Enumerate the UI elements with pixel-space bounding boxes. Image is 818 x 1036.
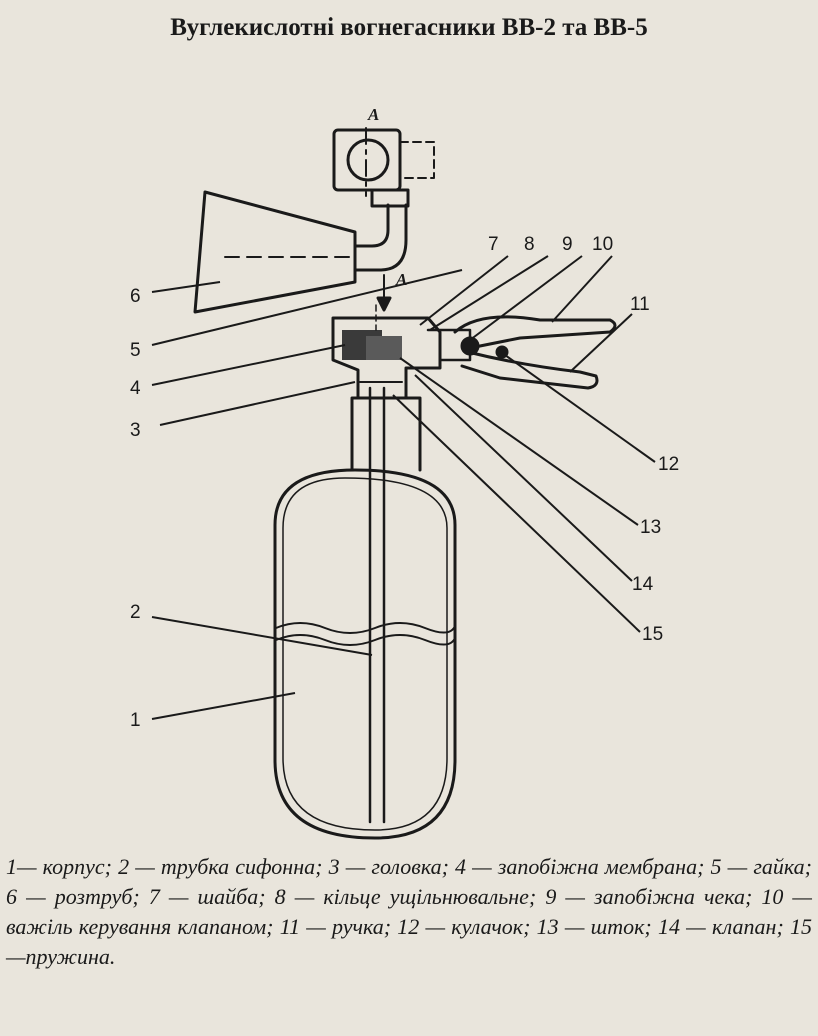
cylinder-neck xyxy=(350,396,422,472)
label-5: 5 xyxy=(130,340,141,361)
label-1: 1 xyxy=(130,710,141,731)
label-13: 13 xyxy=(640,517,661,538)
label-9: 9 xyxy=(562,234,573,255)
section-label: А xyxy=(367,105,379,124)
label-8: 8 xyxy=(524,234,535,255)
head-block xyxy=(331,316,442,400)
cam xyxy=(460,336,480,356)
label-11: 11 xyxy=(630,294,650,315)
label-14: 14 xyxy=(632,574,654,595)
handle xyxy=(460,350,599,390)
label-2: 2 xyxy=(130,602,141,623)
cylinder-body xyxy=(273,468,457,840)
page-title: Вуглекислотні вогнегасники ВВ-2 та ВВ-5 xyxy=(170,14,648,41)
label-15: 15 xyxy=(642,624,663,645)
label-4: 4 xyxy=(130,378,141,399)
label-6: 6 xyxy=(130,286,141,307)
label-12: 12 xyxy=(658,454,679,475)
legend-caption: 1— корпус; 2 — трубка сифонна; 3 — голов… xyxy=(6,854,812,969)
horn xyxy=(193,190,357,314)
control-lever xyxy=(453,315,617,350)
label-3: 3 xyxy=(130,420,141,441)
label-7: 7 xyxy=(488,234,499,255)
label-10: 10 xyxy=(592,234,613,255)
extinguisher-diagram: А А 6 5 4 3 2 1 7 8 9 10 11 12 13 14 15 xyxy=(130,105,679,840)
